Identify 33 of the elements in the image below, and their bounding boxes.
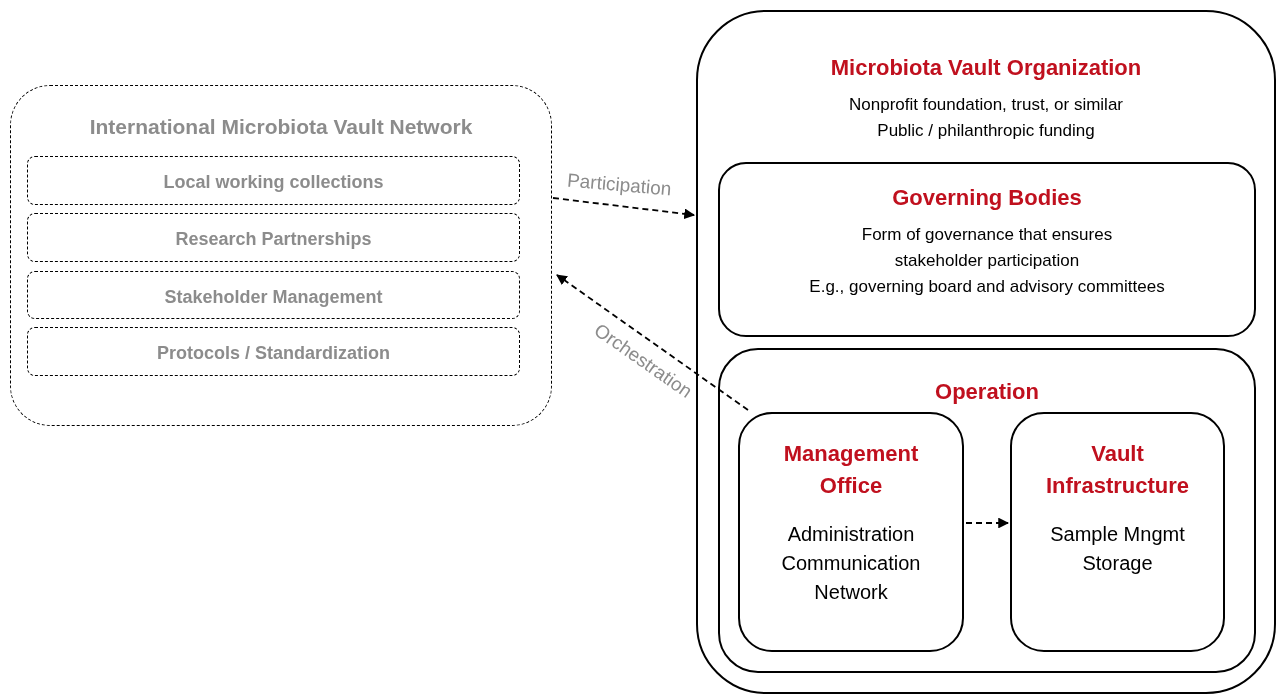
box-text: Nonprofit foundation, trust, or similar xyxy=(849,94,1123,116)
item-label: Local working collections xyxy=(163,171,384,193)
box-title: Governing Bodies xyxy=(892,184,1082,212)
edge-label: Participation xyxy=(566,169,673,200)
rounded-box xyxy=(718,348,1256,673)
box-title: Microbiota Vault Organization xyxy=(830,54,1142,82)
dashed-arrow xyxy=(552,197,696,220)
rounded-box xyxy=(718,162,1256,337)
box-title: Operation xyxy=(935,378,1039,406)
network-item-box xyxy=(27,327,520,376)
item-label: Protocols / Standardization xyxy=(157,342,390,364)
box-text: Network xyxy=(814,580,888,605)
box-text: Storage xyxy=(1082,551,1153,576)
rounded-box xyxy=(696,10,1276,694)
box-text: Form of governance that ensures stakeholder participation xyxy=(860,224,1114,272)
dashed-arrow xyxy=(556,274,749,411)
dashed-arrow xyxy=(965,517,1010,529)
network-item-box xyxy=(27,213,520,262)
box-text: E.g., governing board and advisory committees xyxy=(809,276,1165,298)
box-text: Sample Mngmt xyxy=(1050,522,1185,547)
network-title: International Microbiota Vault Network xyxy=(89,114,473,140)
box-title: Vault Infrastructure xyxy=(1044,440,1190,500)
item-label: Stakeholder Management xyxy=(164,286,383,308)
network-container xyxy=(10,85,552,426)
rounded-box xyxy=(738,412,964,652)
box-title: Management Office xyxy=(782,440,920,500)
network-item-box xyxy=(27,271,520,319)
box-text: Public / philanthropic funding xyxy=(877,120,1095,142)
box-text: Communication xyxy=(781,551,921,576)
box-text: Administration xyxy=(787,522,915,547)
network-item-box xyxy=(27,156,520,205)
item-label: Research Partnerships xyxy=(175,228,372,250)
rounded-box xyxy=(1010,412,1225,652)
